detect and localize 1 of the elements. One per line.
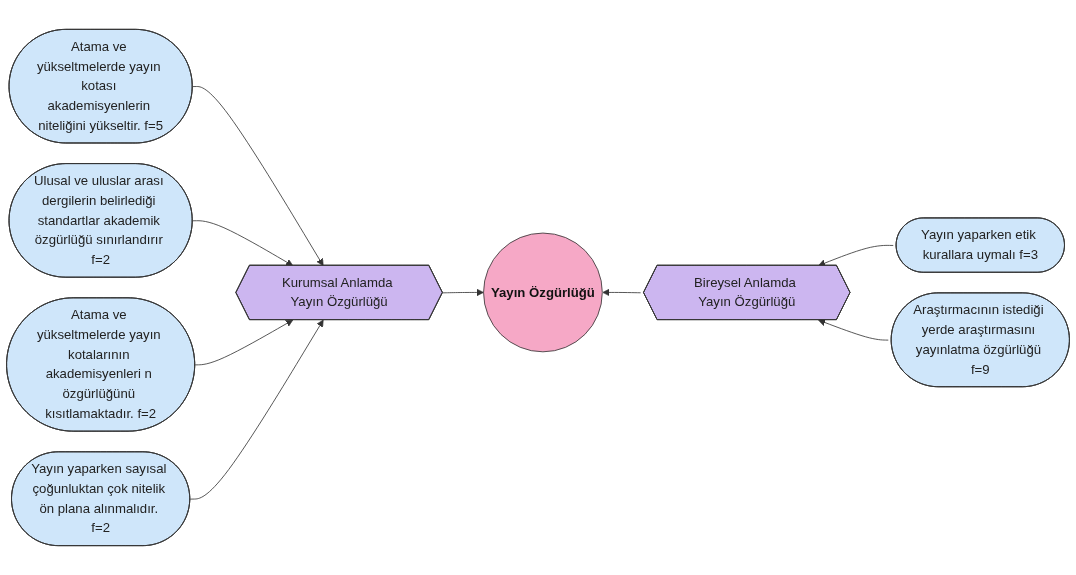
- node-circle: Yayın Özgürlüğü: [483, 232, 603, 353]
